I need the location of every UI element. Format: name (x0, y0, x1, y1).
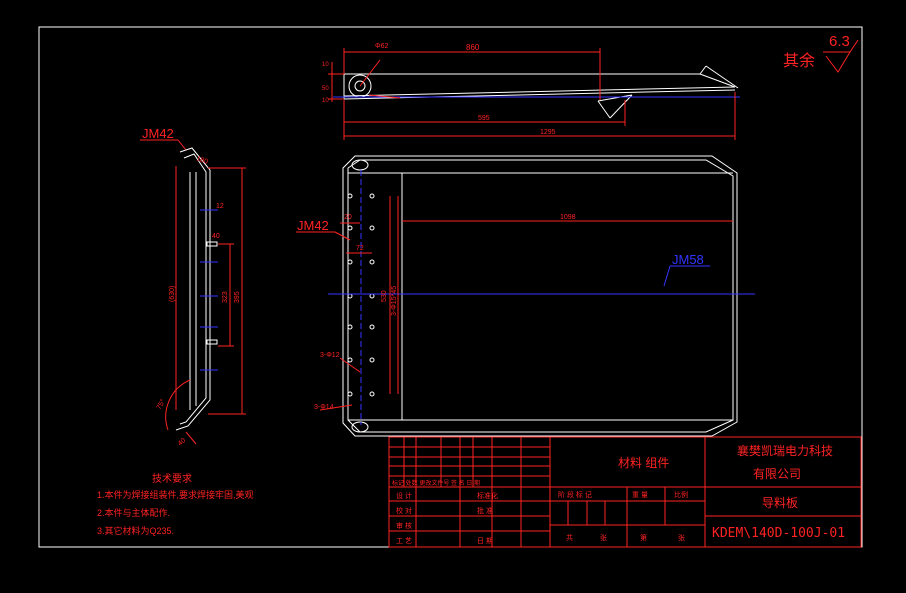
tech-item-1: 1.本件为焊接组装件,要求焊接牢固,美观 (97, 489, 254, 500)
title-block (388, 436, 862, 548)
dim-595: 595 (478, 115, 490, 122)
row-label-review: 审 核 (396, 521, 412, 530)
drawing-number: KDEM\140D-100J-01 (712, 526, 845, 541)
tech-requirements: 技术要求 1.本件为焊接组装件,要求焊接牢固,美观 2.本件与主体配作. 3.其… (97, 472, 254, 536)
dim-50: 50 (322, 86, 329, 92)
tech-heading: 技术要求 (152, 472, 192, 485)
sheet-total-unit: 张 (600, 533, 607, 542)
dim-1098: 1098 (560, 214, 576, 221)
row-label-check: 校 对 (396, 506, 412, 515)
dim-40-side: 40 (212, 233, 220, 240)
dim-180: 180 (195, 155, 208, 166)
dim-10-top: 10 (322, 62, 329, 68)
dim-860: 860 (466, 43, 480, 52)
tech-item-2: 2.本件与主体配作. (97, 507, 170, 518)
dim-40-bottom: 40 (177, 437, 188, 447)
side-view: JM42 180 12 40 323 395 (630) 75° 40 (140, 126, 246, 448)
roughness-symbol: 其余 6.3 (783, 33, 859, 73)
row-label-design: 设 计 (396, 491, 412, 500)
dim-323: 323 (222, 291, 229, 303)
sheet-no-unit: 张 (678, 533, 685, 542)
dim-3-phi14: 3-Φ14 (314, 404, 334, 411)
dim-395: 395 (234, 291, 241, 303)
header-row: 标记 处数 更改文件号 签 名 日 期 (392, 479, 480, 487)
tech-item-3: 3.其它材料为Q235. (97, 525, 174, 536)
dim-75deg: 75° (155, 398, 167, 411)
roughness-label: 其余 (783, 51, 815, 70)
scale-label: 比例 (674, 490, 688, 499)
dim-3-phi15x45: 3-Φ15*45 (391, 286, 398, 316)
front-view: JM42 JM58 1098 20 72 530 3-Φ15*45 3-Φ12 … (296, 155, 755, 437)
material-label: 材料 组件 (618, 456, 669, 470)
stage-mark: 阶 段 标 记 (558, 490, 592, 499)
dim-20: 20 (344, 214, 352, 221)
approve-approve: 批 准 (477, 506, 493, 515)
drawing-frame (38, 26, 863, 548)
sheet-total-label: 共 (566, 533, 573, 542)
approve-date: 日 期 (477, 537, 493, 545)
top-view: Φ62 860 10 50 10 595 1295 (322, 43, 740, 140)
dim-phi62: Φ62 (375, 43, 388, 50)
label-jm42-side: JM42 (142, 126, 174, 141)
company-line1: 襄樊凯瑞电力科技 (737, 443, 833, 458)
label-jm58: JM58 (672, 252, 704, 267)
sheet-no-label: 第 (640, 533, 647, 542)
title-block-text: 材料 组件 襄樊凯瑞电力科技 有限公司 导料板 KDEM\140D-100J-0… (392, 443, 845, 545)
dim-1295: 1295 (540, 129, 556, 136)
dim-3-phi12: 3-Φ12 (320, 352, 340, 359)
roughness-value: 6.3 (829, 33, 850, 50)
dim-530: 530 (381, 290, 388, 302)
approve-standard: 标准化 (477, 491, 498, 500)
dim-630: (630) (169, 286, 176, 302)
row-label-process: 工 艺 (396, 537, 412, 545)
weight-label: 重 量 (632, 491, 648, 499)
dim-10-bottom: 10 (322, 98, 329, 104)
part-name: 导料板 (762, 496, 798, 510)
dim-72: 72 (356, 245, 364, 252)
dim-12: 12 (216, 203, 224, 210)
company-line2: 有限公司 (753, 467, 801, 481)
label-jm42-front: JM42 (297, 218, 329, 233)
